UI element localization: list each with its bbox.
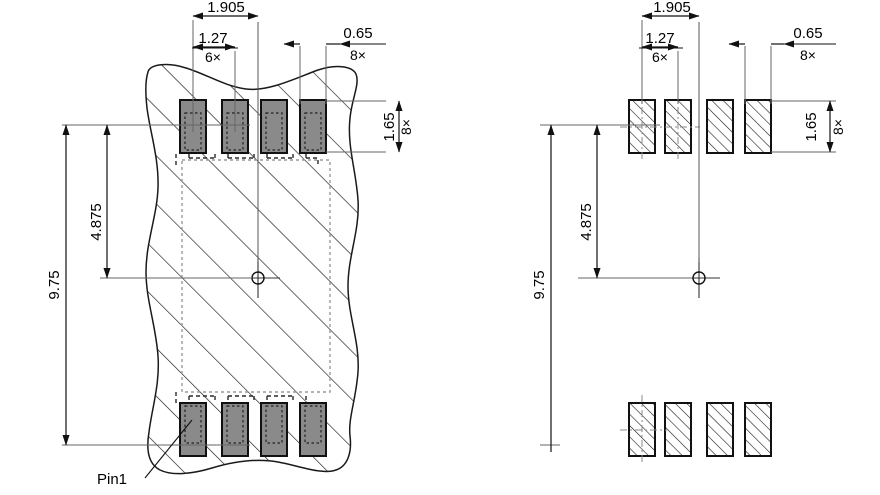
dim-127-multiplier: 6× [652,49,668,65]
pad [706,402,734,457]
dim-165-right: 1.65 8× [771,100,846,153]
pad [179,402,207,457]
pad-row-bottom-right-view [628,402,772,457]
dim-975-right: 9.75 [531,124,555,452]
dim-4875-left: 4.875 [88,124,111,279]
dim-127-multiplier: 6× [205,49,221,65]
dim-165-multiplier: 8× [830,119,846,135]
dim-065-label: 0.65 [793,25,822,42]
solder-mask-brackets-top [175,151,319,165]
pad [260,99,288,154]
dim-1905-right: 1.905 [641,0,700,104]
pad [221,402,249,457]
dim-065-multiplier: 8× [800,47,816,63]
pin1-label: Pin1 [97,471,127,488]
dim-065-right: 0.65 8× [728,25,836,104]
dim-065-multiplier: 8× [350,47,366,63]
dim-975-label: 9.75 [46,270,63,299]
dim-4875-right: 4.875 [578,124,601,279]
pad [744,99,772,154]
keepout-outline [145,63,359,475]
right-view: 4.875 9.75 1.905 1.27 6× 0.65 [531,0,846,465]
pad [744,402,772,457]
component-body-outline [181,159,331,393]
dim-127-right: 1.27 6× [639,30,683,104]
dim-127-left: 1.27 6× [192,30,238,132]
pin1-callout: Pin1 [97,419,193,488]
vertical-extension-lines [62,124,252,446]
dim-1905-left: 1.905 [192,0,259,132]
pad [299,99,327,154]
pad [260,402,288,457]
pad [664,402,692,457]
dim-065-left: 0.65 8× [283,25,386,104]
solder-mask-brackets-bottom [175,392,307,403]
keepout-hatch-fill [145,64,359,474]
dim-127-label: 1.27 [198,30,227,47]
dim-065-label: 0.65 [343,25,372,42]
dim-165-left: 1.65 8× [326,100,414,153]
pad [299,402,327,457]
left-view: 4.875 9.75 1.905 1.27 6× 0.65 [46,0,414,488]
dim-975-left: 9.75 [46,124,70,446]
pad-row-bottom-left-view [179,402,327,457]
dim-975-label: 9.75 [531,270,548,299]
pad [706,99,734,154]
keepout-boundary-path [145,63,359,475]
dim-4875-label: 4.875 [578,203,595,241]
dim-165-label: 1.65 [803,112,820,141]
dim-165-label: 1.65 [381,112,398,141]
dim-165-multiplier: 8× [398,119,414,135]
dim-1905-label: 1.905 [653,0,691,16]
dim-1905-label: 1.905 [207,0,245,16]
dim-127-label: 1.27 [645,30,674,47]
dim-4875-label: 4.875 [88,203,105,241]
